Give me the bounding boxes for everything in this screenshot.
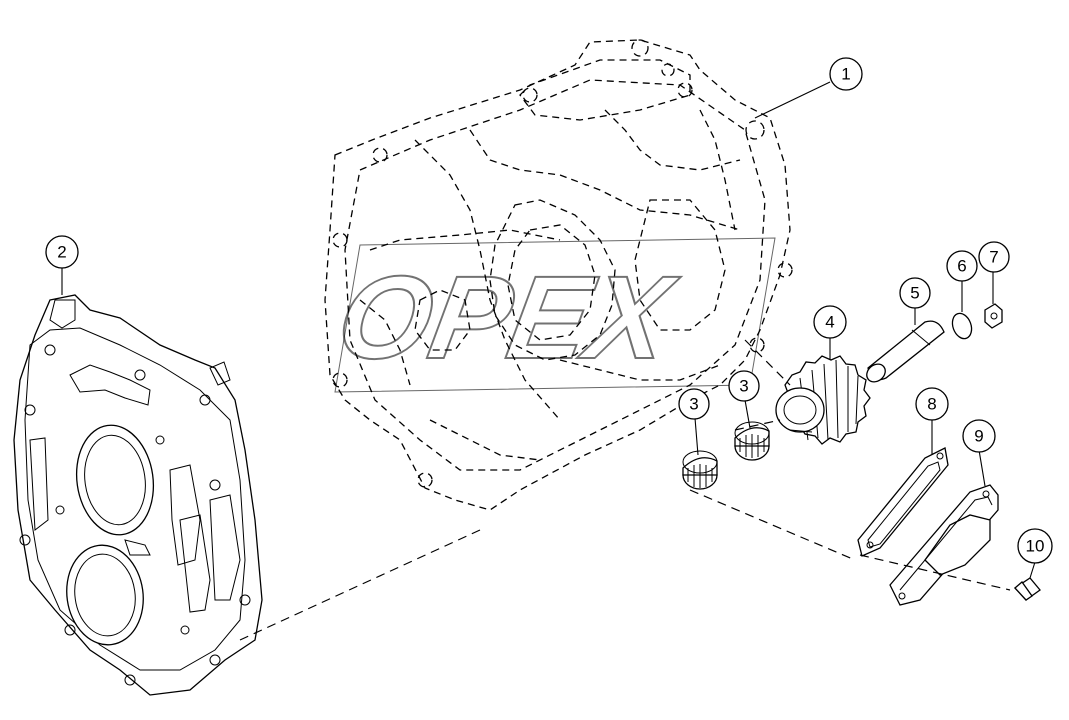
needle-bearing-right (734, 421, 770, 461)
retainer-clip (984, 303, 1003, 329)
leader-lines (61, 81, 1036, 579)
callout-3a: 3 (678, 388, 710, 420)
callout-9: 9 (962, 419, 996, 453)
callout-6: 6 (946, 250, 978, 282)
callout-10: 10 (1017, 528, 1053, 564)
watermark-text: OPEX (328, 252, 686, 384)
transmission-housing (324, 39, 793, 511)
cover-plate (13, 294, 263, 696)
callout-label: 9 (974, 427, 983, 446)
callout-3b: 3 (728, 370, 760, 402)
idler-gear (775, 355, 871, 445)
end-cover (889, 484, 999, 606)
callout-label: 3 (689, 395, 698, 414)
callout-8: 8 (915, 387, 949, 421)
callout-5: 5 (899, 277, 931, 309)
bolt (1014, 577, 1041, 601)
callout-7: 7 (978, 241, 1010, 273)
callout-label: 7 (989, 248, 998, 267)
callout-label: 5 (910, 284, 919, 303)
callout-1: 1 (829, 57, 863, 91)
callout-label: 6 (957, 257, 966, 276)
assembly-lines (239, 339, 1011, 641)
o-ring (951, 312, 973, 340)
callout-label: 8 (927, 395, 936, 414)
callout-label: 1 (841, 65, 850, 84)
callout-label: 4 (825, 313, 834, 332)
callout-label: 10 (1026, 537, 1045, 556)
idler-shaft (866, 320, 945, 383)
needle-bearing-left (682, 450, 718, 490)
callout-label: 3 (739, 377, 748, 396)
watermark: OPEX (327, 237, 776, 393)
callout-label: 2 (57, 243, 66, 262)
callout-4: 4 (813, 305, 847, 339)
callout-2: 2 (45, 235, 79, 269)
